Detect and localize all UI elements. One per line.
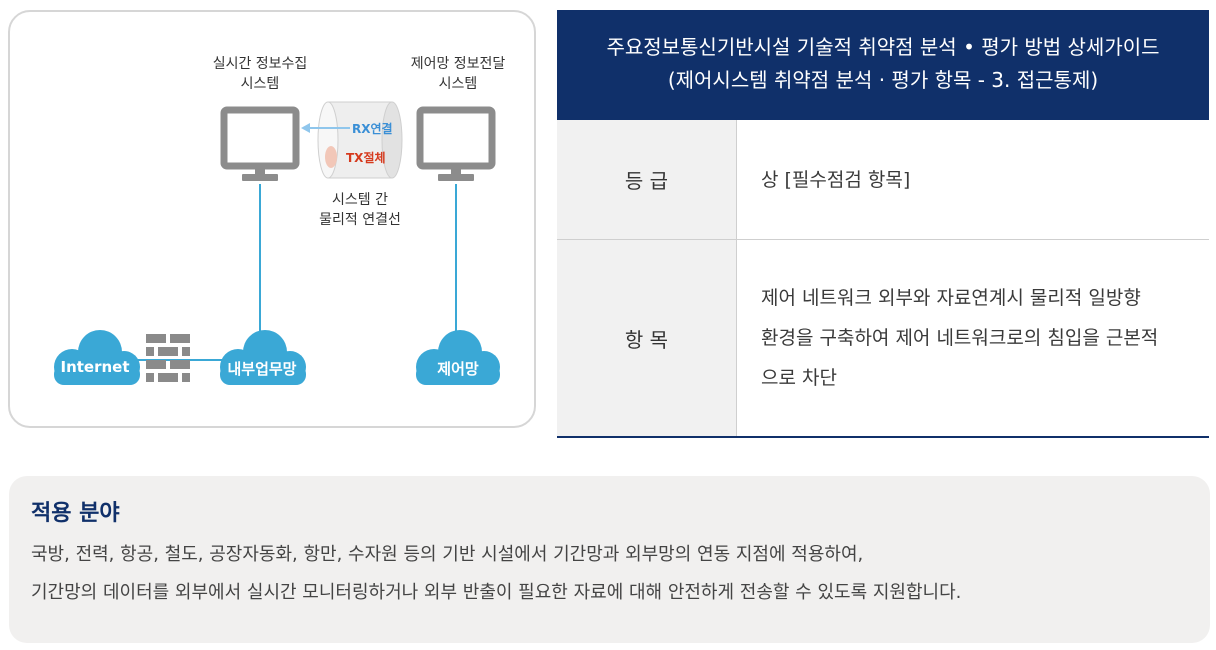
grade-value-cell: 상 [필수점검 항목]: [761, 120, 1193, 239]
internal-network-cloud-icon: [220, 330, 306, 385]
item-value-cell: 제어 네트워크 외부와 자료연계시 물리적 일방향 환경을 구축하여 제어 네트…: [761, 240, 1193, 436]
table-header-title: 주요정보통신기반시설 기술적 취약점 분석 • 평가 방법 상세가이드: [606, 35, 1160, 59]
realtime-system-label-line1: 실시간 정보수집: [212, 56, 308, 72]
control-system-label: 제어망 정보전달 시스템: [396, 54, 520, 94]
grade-value: 상 [필수점검 항목]: [761, 168, 911, 191]
network-diagram: 실시간 정보수집 시스템 제어망 정보전달 시스템 RX연결 TX절체 시스템 …: [8, 10, 536, 428]
rx-arrow-head-icon: [301, 123, 310, 133]
application-field-box: 적용 분야 국방, 전력, 항공, 철도, 공장자동화, 항만, 수자원 등의 …: [9, 476, 1210, 643]
control-system-label-line1: 제어망 정보전달: [410, 56, 506, 72]
grade-label: 등 급: [557, 120, 737, 239]
application-field-title: 적용 분야: [31, 501, 120, 526]
cable-label: 시스템 간 물리적 연결선: [300, 190, 420, 230]
firewall-icon: [146, 334, 190, 382]
item-value-line2: 환경을 구축하여 제어 네트워크로의 침입을 근본적: [761, 327, 1159, 349]
control-network-cloud-icon: [416, 330, 500, 385]
item-value-line1: 제어 네트워크 외부와 자료연계시 물리적 일방향: [761, 287, 1141, 309]
internet-cloud-icon: [54, 330, 140, 385]
realtime-system-label-line2: 시스템: [240, 76, 280, 92]
table-header-subtitle: (제어시스템 취약점 분석 · 평가 항목 - 3. 접근통제): [667, 68, 1099, 92]
realtime-system-label: 실시간 정보수집 시스템: [200, 54, 320, 94]
application-field-line2: 기간망의 데이터를 외부에서 실시간 모니터링하거나 외부 반출이 필요한 자료…: [31, 582, 962, 603]
diagram-graphics: [54, 101, 500, 385]
internal-network-cloud-label: 내부업무망: [227, 360, 297, 378]
control-network-cloud-label: 제어망: [437, 360, 479, 378]
cable-label-line2: 물리적 연결선: [319, 212, 401, 228]
control-system-label-line2: 시스템: [438, 76, 478, 92]
internet-cloud-label: Internet: [60, 358, 130, 376]
physical-link-cylinder-icon: [317, 101, 403, 179]
cable-label-line1: 시스템 간: [332, 192, 388, 208]
item-label: 항 목: [557, 240, 737, 436]
control-system-monitor-icon: [416, 106, 496, 181]
tx-label: TX절체: [346, 151, 386, 165]
grade-row: 등 급 상 [필수점검 항목]: [557, 120, 1209, 240]
item-value-line3: 으로 차단: [761, 367, 837, 389]
application-field-line1: 국방, 전력, 항공, 철도, 공장자동화, 항만, 수자원 등의 기반 시설에…: [31, 544, 864, 565]
realtime-system-monitor-icon: [220, 106, 300, 181]
item-row: 항 목 제어 네트워크 외부와 자료연계시 물리적 일방향 환경을 구축하여 제…: [557, 240, 1209, 438]
vulnerability-guide-table: 주요정보통신기반시설 기술적 취약점 분석 • 평가 방법 상세가이드 (제어시…: [557, 10, 1209, 438]
table-header: 주요정보통신기반시설 기술적 취약점 분석 • 평가 방법 상세가이드 (제어시…: [557, 10, 1209, 120]
rx-label: RX연결: [352, 122, 393, 136]
